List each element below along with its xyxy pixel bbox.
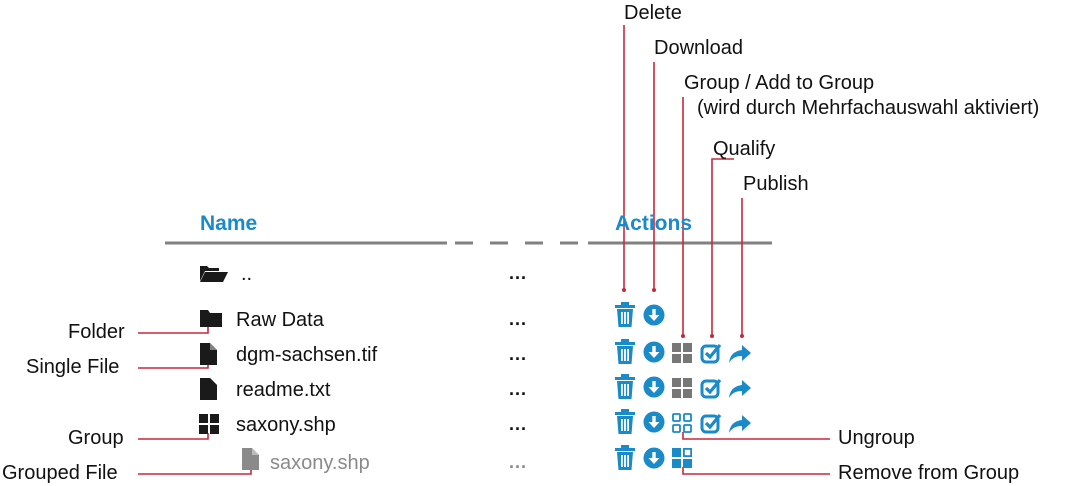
- single-file-callout-label: Single File: [26, 356, 120, 378]
- delete-icon[interactable]: [614, 302, 636, 328]
- remove-from-group-icon[interactable]: [672, 448, 692, 468]
- delete-callout-label: Delete: [624, 2, 682, 24]
- download-callout-label: Download: [654, 37, 743, 59]
- more-options[interactable]: ...: [509, 379, 528, 399]
- qualify-icon[interactable]: [700, 377, 722, 399]
- folder-callout-label: Folder: [68, 321, 125, 343]
- delete-icon[interactable]: [614, 445, 636, 471]
- publish-icon[interactable]: [728, 344, 752, 364]
- download-icon[interactable]: [643, 304, 665, 326]
- more-options[interactable]: ...: [509, 452, 528, 472]
- more-options[interactable]: ...: [509, 263, 528, 283]
- file-icon: [200, 343, 217, 365]
- grouped-file-callout-label: Grouped File: [2, 462, 118, 484]
- group-callout-left-label: Group: [68, 427, 124, 449]
- publish-callout-label: Publish: [743, 173, 809, 195]
- qualify-callout-label: Qualify: [713, 138, 776, 160]
- delete-icon[interactable]: [614, 374, 636, 400]
- ungroup-icon[interactable]: [672, 413, 692, 433]
- row-name[interactable]: saxony.shp: [270, 452, 370, 474]
- column-header-name[interactable]: Name: [200, 212, 258, 235]
- group-callout-label: Group / Add to Group: [684, 72, 875, 94]
- row-name[interactable]: saxony.shp: [236, 414, 336, 436]
- download-icon[interactable]: [643, 411, 665, 433]
- row-name[interactable]: Raw Data: [236, 309, 324, 331]
- download-icon[interactable]: [643, 341, 665, 363]
- delete-icon[interactable]: [614, 339, 636, 365]
- delete-icon[interactable]: [614, 409, 636, 435]
- remove-from-group-callout-label: Remove from Group: [838, 462, 1020, 484]
- qualify-icon[interactable]: [700, 342, 722, 364]
- publish-icon[interactable]: [728, 414, 752, 434]
- group-disabled-icon: [672, 378, 692, 398]
- group-icon: [199, 414, 219, 434]
- file-icon: [200, 378, 217, 400]
- download-icon[interactable]: [643, 376, 665, 398]
- more-options[interactable]: ...: [509, 309, 528, 329]
- row-name[interactable]: dgm-sachsen.tif: [236, 344, 378, 366]
- more-options[interactable]: ...: [509, 414, 528, 434]
- download-icon[interactable]: [643, 447, 665, 469]
- folder-open-icon: [200, 266, 228, 282]
- file-icon: [242, 448, 259, 470]
- row-name[interactable]: readme.txt: [236, 379, 331, 401]
- qualify-icon[interactable]: [700, 412, 722, 434]
- row-name[interactable]: ..: [241, 263, 253, 285]
- publish-icon[interactable]: [728, 379, 752, 399]
- more-options[interactable]: ...: [509, 344, 528, 364]
- group-disabled-icon: [672, 343, 692, 363]
- group-callout-sublabel: (wird durch Mehrfachauswahl aktiviert): [697, 97, 1040, 119]
- folder-icon: [200, 310, 222, 327]
- column-header-actions: Actions: [615, 212, 693, 235]
- ungroup-callout-label: Ungroup: [838, 427, 915, 449]
